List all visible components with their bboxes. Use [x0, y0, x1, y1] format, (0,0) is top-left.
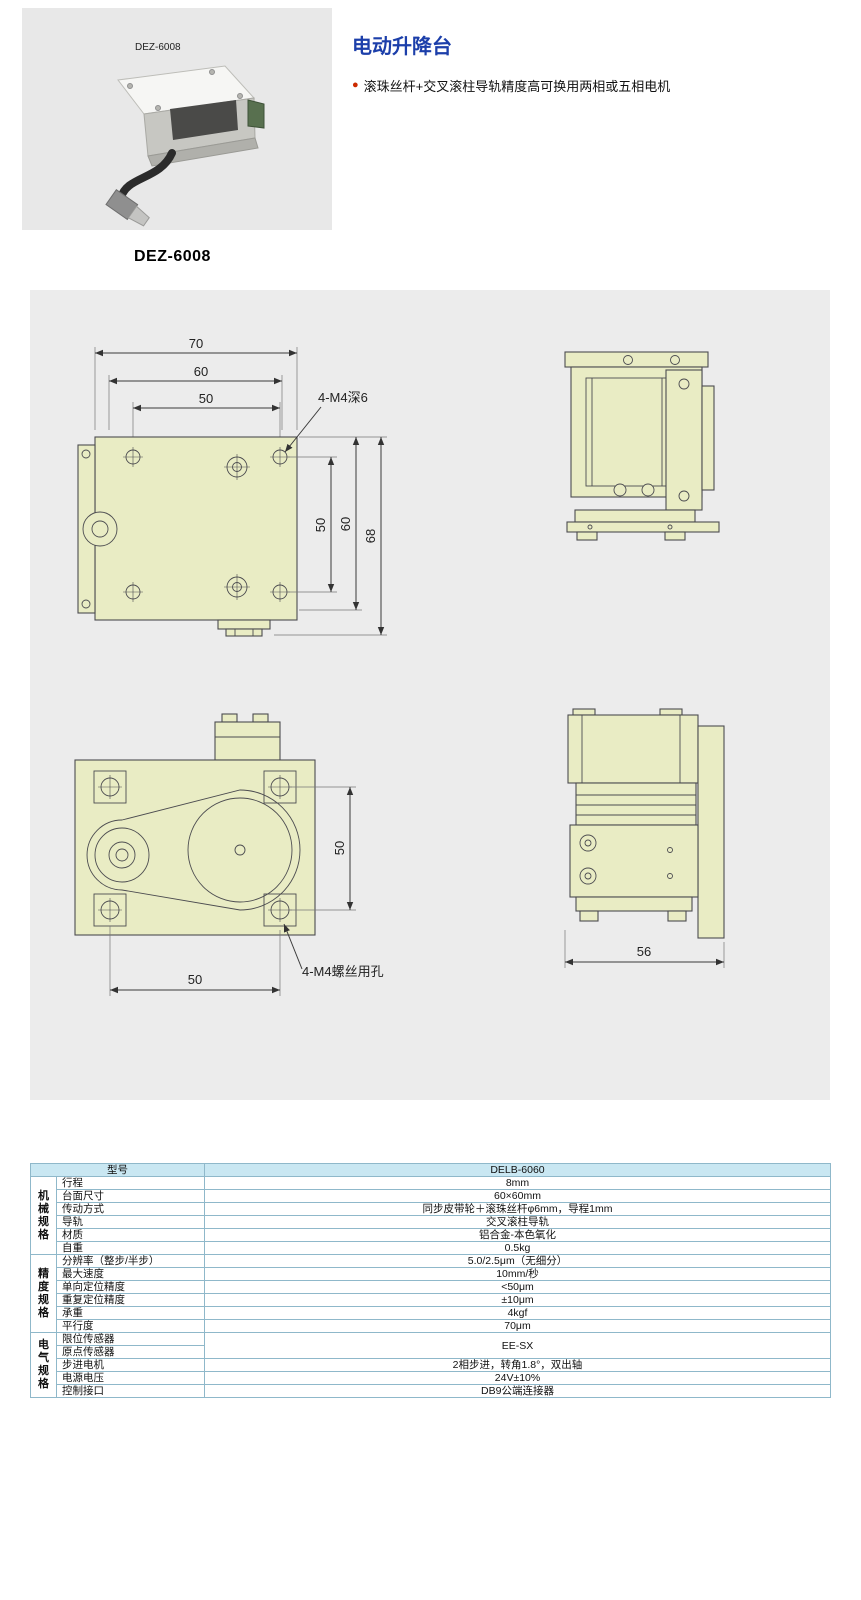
spec-header-label: 型号	[30, 1163, 205, 1177]
spec-header-row: 型号 DELB-6060	[30, 1163, 831, 1177]
dim-label-70: 70	[189, 336, 203, 351]
cable	[117, 149, 176, 202]
spec-value: 70μm	[204, 1319, 831, 1333]
spec-row: 材质铝合金-本色氧化	[31, 1228, 831, 1242]
spec-label: 传动方式	[56, 1202, 205, 1216]
spec-group-label: 电气规格	[30, 1332, 57, 1398]
product-photo-image: DEZ-6008	[22, 8, 332, 230]
feature-line: ● 滚珠丝杆+交叉滚柱导轨精度高可换用两相或五相电机	[352, 76, 670, 95]
bullet-icon: ●	[352, 79, 359, 91]
spec-label: 台面尺寸	[56, 1189, 205, 1203]
photo-caption: DEZ-6008	[135, 42, 181, 53]
dim-label-50-right: 50	[313, 518, 328, 532]
hole-callout-topview: 4-M4螺丝用孔	[302, 964, 384, 979]
feature-text: 滚珠丝杆+交叉滚柱导轨精度高可换用两相或五相电机	[363, 79, 671, 94]
spec-value: 8mm	[204, 1176, 831, 1190]
spec-value: 10mm/秒	[204, 1267, 831, 1281]
top-view-drawing: 50 50 4-M4螺丝用孔	[74, 713, 384, 996]
spec-label: 平行度	[56, 1319, 205, 1333]
dim-label-50-topview-bottom: 50	[188, 972, 202, 987]
hole-callout-front: 4-M4深6	[318, 390, 368, 405]
spec-value: 交叉滚柱导轨	[204, 1215, 831, 1229]
page-title: 电动升降台	[352, 36, 452, 58]
spec-value: 60×60mm	[204, 1189, 831, 1203]
spec-value: <50μm	[204, 1280, 831, 1294]
spec-value: DB9公端连接器	[204, 1384, 831, 1398]
front-view-drawing: 70 60 50	[77, 336, 387, 637]
spec-label: 单向定位精度	[56, 1280, 205, 1294]
spec-value: 2相步进，转角1.8°，双出轴	[204, 1358, 831, 1372]
spec-header-value: DELB-6060	[204, 1163, 831, 1177]
spec-label: 自重	[56, 1241, 205, 1255]
spec-value: 5.0/2.5μm（无细分）	[204, 1254, 831, 1268]
model-heading: DEZ-6008	[134, 248, 211, 265]
spec-label: 电源电压	[56, 1371, 205, 1385]
dim-label-68-right: 68	[363, 529, 378, 543]
spec-value: 同步皮带轮＋滚珠丝杆φ6mm，导程1mm	[204, 1202, 831, 1216]
spec-value: 4kgf	[204, 1306, 831, 1320]
dim-label-50-topview-right: 50	[332, 841, 347, 855]
spec-value: 24V±10%	[204, 1371, 831, 1385]
side-view2-drawing: 56	[564, 708, 725, 968]
technical-drawing: 70 60 50	[74, 336, 725, 996]
spec-label: 步进电机	[56, 1358, 205, 1372]
spec-value: EE-SX	[204, 1332, 831, 1359]
dim-label-50-top: 50	[199, 391, 213, 406]
dim-label-60-top: 60	[194, 364, 208, 379]
spec-label: 行程	[56, 1176, 205, 1190]
spec-group-label: 机械规格	[30, 1176, 57, 1255]
db9-connector	[105, 189, 150, 227]
spec-row: 传动方式同步皮带轮＋滚珠丝杆φ6mm，导程1mm	[31, 1202, 831, 1216]
spec-value: 0.5kg	[204, 1241, 831, 1255]
spec-label: 承重	[56, 1306, 205, 1320]
spec-label: 原点传感器	[56, 1345, 205, 1359]
spec-label: 重复定位精度	[56, 1293, 205, 1307]
spec-row: 导轨交叉滚柱导轨	[31, 1215, 831, 1229]
dim-label-56: 56	[637, 944, 651, 959]
spec-group-label: 精度规格	[30, 1254, 57, 1333]
spec-row: 精度规格分辨率（整步/半步）5.0/2.5μm（无细分）	[30, 1254, 831, 1333]
technical-drawing-panel: 70 60 50	[30, 290, 830, 1100]
spec-value: 铝合金-本色氧化	[204, 1228, 831, 1242]
spec-row: 重复定位精度±10μm	[31, 1293, 831, 1307]
spec-label: 分辨率（整步/半步）	[56, 1254, 205, 1268]
spec-label: 最大速度	[56, 1267, 205, 1281]
spec-label: 材质	[56, 1228, 205, 1242]
spec-value: ±10μm	[204, 1293, 831, 1307]
device-illustration	[105, 65, 265, 227]
spec-label: 控制接口	[56, 1384, 205, 1398]
spec-row: 单向定位精度<50μm	[31, 1280, 831, 1294]
dim-label-60-right: 60	[338, 517, 353, 531]
side-view-drawing	[564, 351, 720, 541]
spec-label: 导轨	[56, 1215, 205, 1229]
product-photo: DEZ-6008	[22, 8, 332, 230]
spec-label: 限位传感器	[56, 1332, 205, 1346]
